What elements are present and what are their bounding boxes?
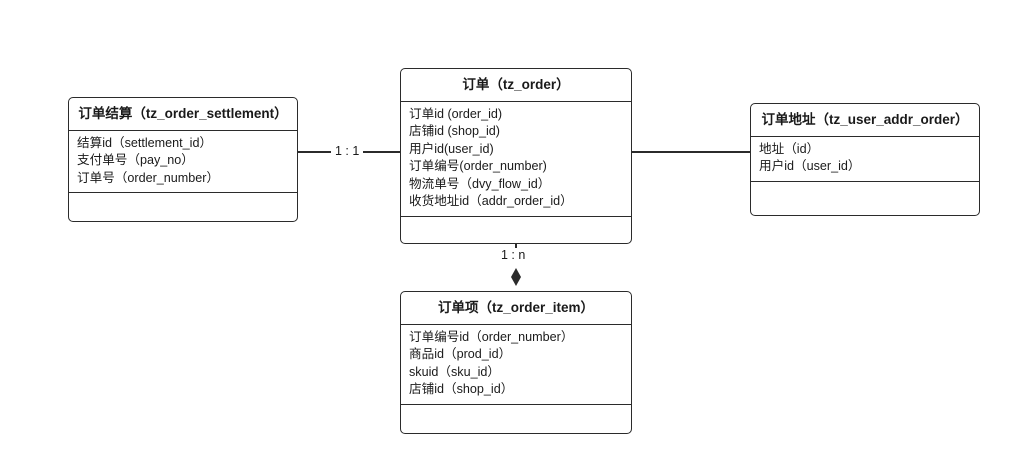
diamond-marker-icon-lower [510,277,521,286]
entity-footer-tz-order-item [401,405,631,433]
entity-tz-user-addr-order[interactable]: 订单地址（tz_user_addr_order） 地址（id） 用户id（use… [750,103,980,216]
entity-footer-tz-order-settlement [69,193,297,221]
entity-title-tz-order-settlement: 订单结算（tz_order_settlement） [69,98,297,131]
attribute-row: 订单号（order_number） [77,170,220,185]
cardinality-label-order-order-item: 1 : n [497,248,530,262]
attribute-row: 订单id (order_id) [409,106,503,121]
entity-tz-order-settlement[interactable]: 订单结算（tz_order_settlement） 结算id（settlemen… [68,97,298,222]
cardinality-label-settlement-order: 1 : 1 [331,144,364,158]
diamond-marker-icon-upper [510,268,521,277]
attribute-row: 用户id（user_id） [759,159,861,173]
attribute-row: 结算id（settlement_id） [77,135,213,150]
attribute-row: 店铺id（shop_id） [409,382,514,396]
connector-order-to-address [632,151,750,153]
entity-attributes-tz-order-item: 订单编号id（order_number） 商品id（prod_id） skuid… [401,325,631,405]
entity-tz-order-item[interactable]: 订单项（tz_order_item） 订单编号id（order_number） … [400,291,632,434]
attribute-row: 收货地址id（addr_order_id） [409,194,573,208]
attribute-row: 支付单号（pay_no） [77,153,194,167]
entity-footer-tz-order [401,217,631,243]
entity-attributes-tz-order-settlement: 结算id（settlement_id） 支付单号（pay_no） 订单号（ord… [69,131,297,193]
attribute-row: skuid（sku_id） [409,364,500,379]
entity-attributes-tz-user-addr-order: 地址（id） 用户id（user_id） [751,137,979,182]
attribute-row: 用户id(user_id) [409,141,494,156]
entity-attributes-tz-order: 订单id (order_id) 店铺id (shop_id) 用户id(user… [401,102,631,217]
attribute-row: 地址（id） [759,141,820,156]
entity-title-tz-order: 订单（tz_order） [401,69,631,102]
entity-title-tz-user-addr-order: 订单地址（tz_user_addr_order） [751,104,979,137]
entity-footer-tz-user-addr-order [751,182,979,215]
attribute-row: 物流单号（dvy_flow_id） [409,176,551,191]
connector-order-to-order-item [515,226,517,262]
attribute-row: 商品id（prod_id） [409,347,512,361]
entity-title-tz-order-item: 订单项（tz_order_item） [401,292,631,325]
entity-tz-order[interactable]: 订单（tz_order） 订单id (order_id) 店铺id (shop_… [400,68,632,244]
attribute-row: 店铺id (shop_id) [409,124,500,138]
attribute-row: 订单编号(order_number) [409,159,547,173]
attribute-row: 订单编号id（order_number） [409,329,574,344]
